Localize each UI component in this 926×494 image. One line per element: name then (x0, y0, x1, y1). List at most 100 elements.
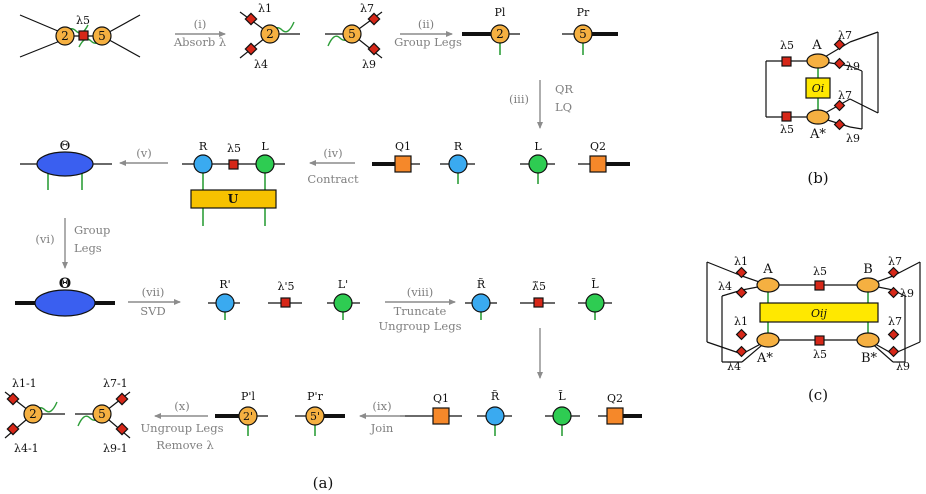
svd-result: R' λ'5 L' (208, 278, 360, 320)
final-node-5: 5 λ7-1 λ9-1 (75, 377, 131, 455)
r-lambda-l-with-u: U R λ5 L (182, 140, 285, 226)
lambda-diamond (887, 266, 900, 279)
l-tilde-node (585, 293, 605, 313)
lambda-square (781, 56, 792, 67)
site-node-label: 2 (29, 407, 37, 421)
lambda-inv-label: λ4-1 (14, 442, 39, 455)
lambda-label: λ̃5 (532, 280, 546, 293)
lambda-diamond (367, 42, 381, 56)
r-node (448, 154, 468, 174)
panel-c-caption: (c) (808, 386, 828, 404)
tensor-a-star (756, 332, 780, 348)
grouped-pl: 2 Pl (462, 6, 520, 55)
lambda-label: λ9 (846, 132, 860, 145)
p-label: P'r (307, 390, 323, 403)
step-label: (i) (194, 17, 207, 31)
a-star-label: A* (756, 351, 773, 366)
lambda-diamond (735, 266, 748, 279)
l-prime-node (333, 293, 353, 313)
step-text: Contract (307, 172, 359, 186)
q1-box (432, 407, 450, 425)
step-text: Truncate (394, 304, 447, 318)
lambda-label: λ4 (727, 360, 741, 373)
step-text: SVD (140, 304, 165, 318)
lambda-label: λ5 (76, 14, 90, 27)
step-text: Ungroup Legs (378, 319, 461, 333)
theta-label: Θ (59, 276, 71, 292)
lambda-square (228, 159, 239, 170)
lambda-diamond (6, 392, 20, 406)
lambda-diamond (833, 38, 846, 51)
step-text: QR (555, 82, 573, 96)
r-label: R (454, 140, 463, 153)
step-label: (iv) (323, 146, 342, 160)
l-tilde-label: L̃ (591, 278, 599, 291)
q1-box (394, 155, 412, 173)
lambda-inv-label: λ9-1 (103, 442, 128, 455)
lambda-diamond (735, 345, 748, 358)
u-label: U (228, 192, 239, 206)
lambda-diamond (833, 99, 846, 112)
absorbed-node-2: λ1 λ4 2 (239, 2, 300, 71)
lambda-label: λ4 (718, 280, 732, 293)
l-tilde-node (552, 406, 572, 426)
lambda-label: λ4 (254, 58, 268, 71)
a-star-label: A* (809, 127, 826, 142)
site-node-label: 2 (266, 27, 274, 41)
step-label: (viii) (407, 285, 434, 299)
step-text: Join (370, 421, 394, 435)
lambda-inv-label: λ1-1 (12, 377, 37, 390)
lambda-label: λ9 (846, 60, 860, 73)
lambda-square (781, 111, 792, 122)
lambda-square (78, 30, 89, 41)
step-text: Group (74, 223, 110, 237)
tensor-b-star (856, 332, 880, 348)
lambda-diamond (833, 57, 846, 70)
b-star-label: B* (861, 351, 878, 366)
panel-a-caption: (a) (313, 474, 334, 492)
lambda-diamond (833, 118, 846, 131)
lambda-diamond (244, 42, 258, 56)
panel-b: Oi A A* λ5 λ5 λ7 λ9 λ7 λ9 (b) (765, 29, 879, 187)
truncated-result: R̃ λ̃5 L̃ (465, 278, 612, 320)
q2-label: Q2 (590, 140, 606, 153)
step-text: Remove λ (156, 438, 214, 452)
lambda-label: λ1 (734, 255, 748, 268)
operator-oij (759, 302, 879, 323)
lambda-square (814, 280, 825, 291)
r-tilde-label: R̃ (477, 278, 486, 291)
step-label: (v) (136, 146, 151, 160)
step-label: (iii) (509, 92, 529, 106)
lambda-diamond (735, 286, 748, 299)
q1-label: Q1 (433, 392, 449, 405)
lambda-label: λ5 (813, 265, 827, 278)
step-text: Legs (74, 241, 102, 255)
l-label: L (261, 140, 269, 153)
site-node-5 (92, 26, 112, 46)
lambda-diamond (115, 422, 129, 436)
lambda-label: λ7 (838, 89, 852, 102)
lambda-diamond (244, 12, 258, 26)
tensor-b (856, 277, 880, 293)
absorbed-node-5: λ7 λ9 5 (325, 2, 383, 71)
site-node-label: 5 (98, 29, 106, 43)
tensor-a (806, 53, 830, 69)
step-text: Ungroup Legs (140, 421, 223, 435)
lambda-diamond (887, 286, 900, 299)
lambda-square (280, 297, 291, 308)
lambda-label: λ9 (900, 287, 914, 300)
tensor-a (756, 277, 780, 293)
lambda-diamond (887, 345, 900, 358)
theta-label: Θ (60, 139, 71, 154)
step-text: Absorb λ (173, 35, 226, 49)
updated-p: 2' P'l 5' P'r (215, 390, 345, 436)
lambda-label: λ1 (734, 315, 748, 328)
lambda-label: λ5 (780, 123, 794, 136)
step-label: (vii) (142, 285, 165, 299)
lambda-diamond (115, 392, 129, 406)
r-prime-node (215, 293, 235, 313)
step-label: (ix) (372, 399, 391, 413)
q2-box (606, 407, 624, 425)
r-label: R (199, 140, 208, 153)
lambda-label: λ9 (896, 360, 910, 373)
